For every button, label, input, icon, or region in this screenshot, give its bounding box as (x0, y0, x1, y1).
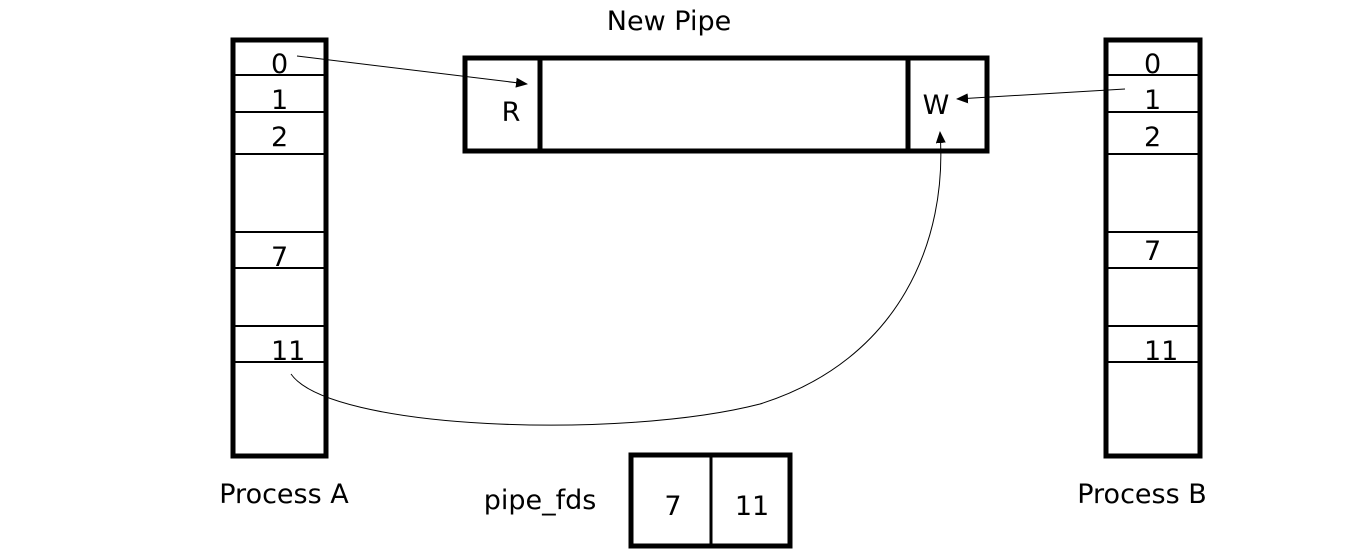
arrow-a-fd0-to-read-end (296, 55, 528, 88)
pipe-read-end: R (502, 97, 521, 128)
pipe-fds-array (628, 452, 793, 549)
arrow-a-fd11-to-write-end (290, 131, 946, 426)
process-b-fd-2: 2 (1144, 122, 1161, 153)
process-b-fd-7: 7 (1144, 236, 1161, 267)
arrow-b-fd1-to-write-end (956, 88, 1126, 104)
process-a-fd-11: 11 (271, 336, 305, 367)
process-b-fd-1: 1 (1144, 85, 1161, 116)
process-a-fd-1: 1 (271, 85, 288, 116)
process-a-fd-2: 2 (271, 122, 288, 153)
pipe-fds-value-0: 7 (664, 491, 681, 522)
process-a-fd-0: 0 (271, 49, 288, 80)
pipe-fds-label: pipe_fds (484, 485, 597, 516)
process-b-fd-0: 0 (1144, 49, 1161, 80)
process-b-fd-11: 11 (1144, 336, 1178, 367)
pipe-title: New Pipe (607, 6, 731, 37)
process-b-label: Process B (1077, 479, 1207, 510)
pipe-box (462, 55, 990, 154)
process-a-label: Process A (219, 479, 349, 510)
process-b-fd-table (1103, 37, 1203, 459)
process-a-fd-7: 7 (271, 242, 288, 273)
process-a-fd-table (230, 37, 329, 459)
pipe-write-end: W (923, 90, 950, 121)
pipe-fds-value-1: 11 (735, 491, 769, 522)
